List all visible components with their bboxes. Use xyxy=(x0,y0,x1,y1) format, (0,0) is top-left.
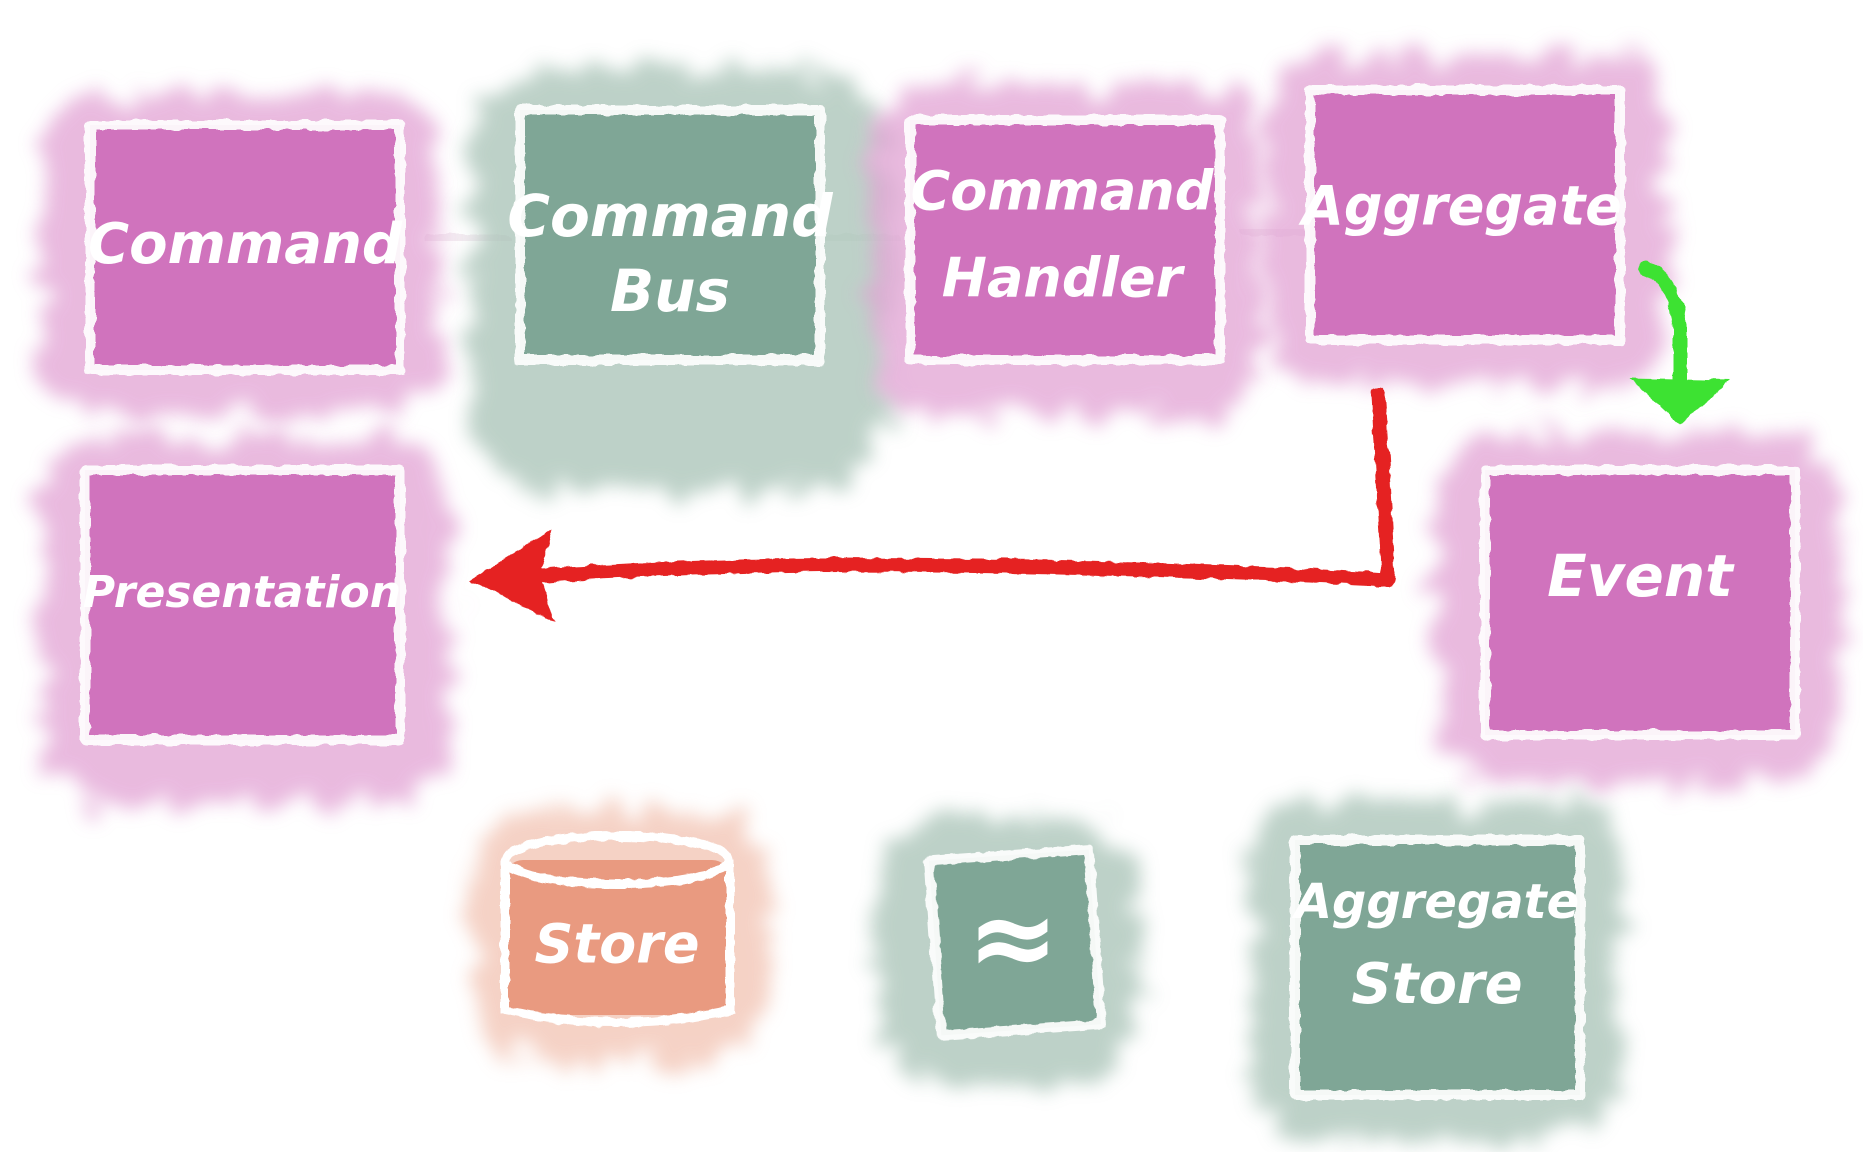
approx-box xyxy=(929,849,1101,1036)
node-store: Store xyxy=(470,810,770,1060)
aggregate-label: Aggregate xyxy=(1298,175,1622,238)
green-arrow-head xyxy=(1630,378,1730,425)
command-outline xyxy=(85,120,405,375)
node-approx: ≈ xyxy=(875,820,1140,1085)
command-bus-label-line2: Bus xyxy=(610,257,730,325)
green-arrow xyxy=(1630,261,1730,425)
store-label: Store xyxy=(534,913,699,976)
node-event: Event xyxy=(1435,435,1840,785)
aggregate-store-box xyxy=(1295,840,1580,1095)
event-box xyxy=(1485,470,1795,735)
aggregate-store-label-line2: Store xyxy=(1351,952,1522,1017)
aggregate-store-label-line1: Aggregate xyxy=(1291,874,1579,930)
event-outline xyxy=(1480,465,1800,740)
store-box xyxy=(505,860,730,1015)
event-label: Event xyxy=(1547,542,1735,610)
red-arrow-line xyxy=(513,388,1395,587)
presentation-outline xyxy=(80,465,405,745)
node-aggregate: Aggregate xyxy=(1265,55,1665,385)
red-arrow xyxy=(470,388,1395,622)
aggregate-box xyxy=(1310,90,1620,340)
green-arrow-line xyxy=(1638,261,1687,402)
node-command-bus: Command Bus xyxy=(470,70,890,490)
approx-icon: ≈ xyxy=(967,873,1059,1001)
command-handler-box xyxy=(910,120,1220,360)
node-presentation: Presentation xyxy=(40,435,450,805)
aggregate-outline xyxy=(1305,85,1625,345)
command-box xyxy=(90,125,400,370)
node-command: Command xyxy=(40,95,440,415)
red-arrow-head xyxy=(470,530,554,622)
presentation-label: Presentation xyxy=(83,567,401,618)
presentation-box xyxy=(85,470,400,740)
approx-outline xyxy=(924,844,1106,1041)
command-bus-label-line1: Command xyxy=(507,182,833,250)
command-bus-box xyxy=(520,110,820,360)
command-bus-outline xyxy=(515,105,825,365)
node-command-handler: Command Handler xyxy=(870,85,1260,415)
store-cylinder-outline xyxy=(500,860,735,1027)
aggregate-store-outline xyxy=(1290,835,1585,1100)
node-aggregate-store: Aggregate Store xyxy=(1250,800,1620,1140)
command-label: Command xyxy=(88,212,403,277)
command-handler-label-line2: Handler xyxy=(942,247,1186,310)
command-handler-label-line1: Command xyxy=(911,160,1215,223)
command-handler-outline xyxy=(905,115,1225,365)
